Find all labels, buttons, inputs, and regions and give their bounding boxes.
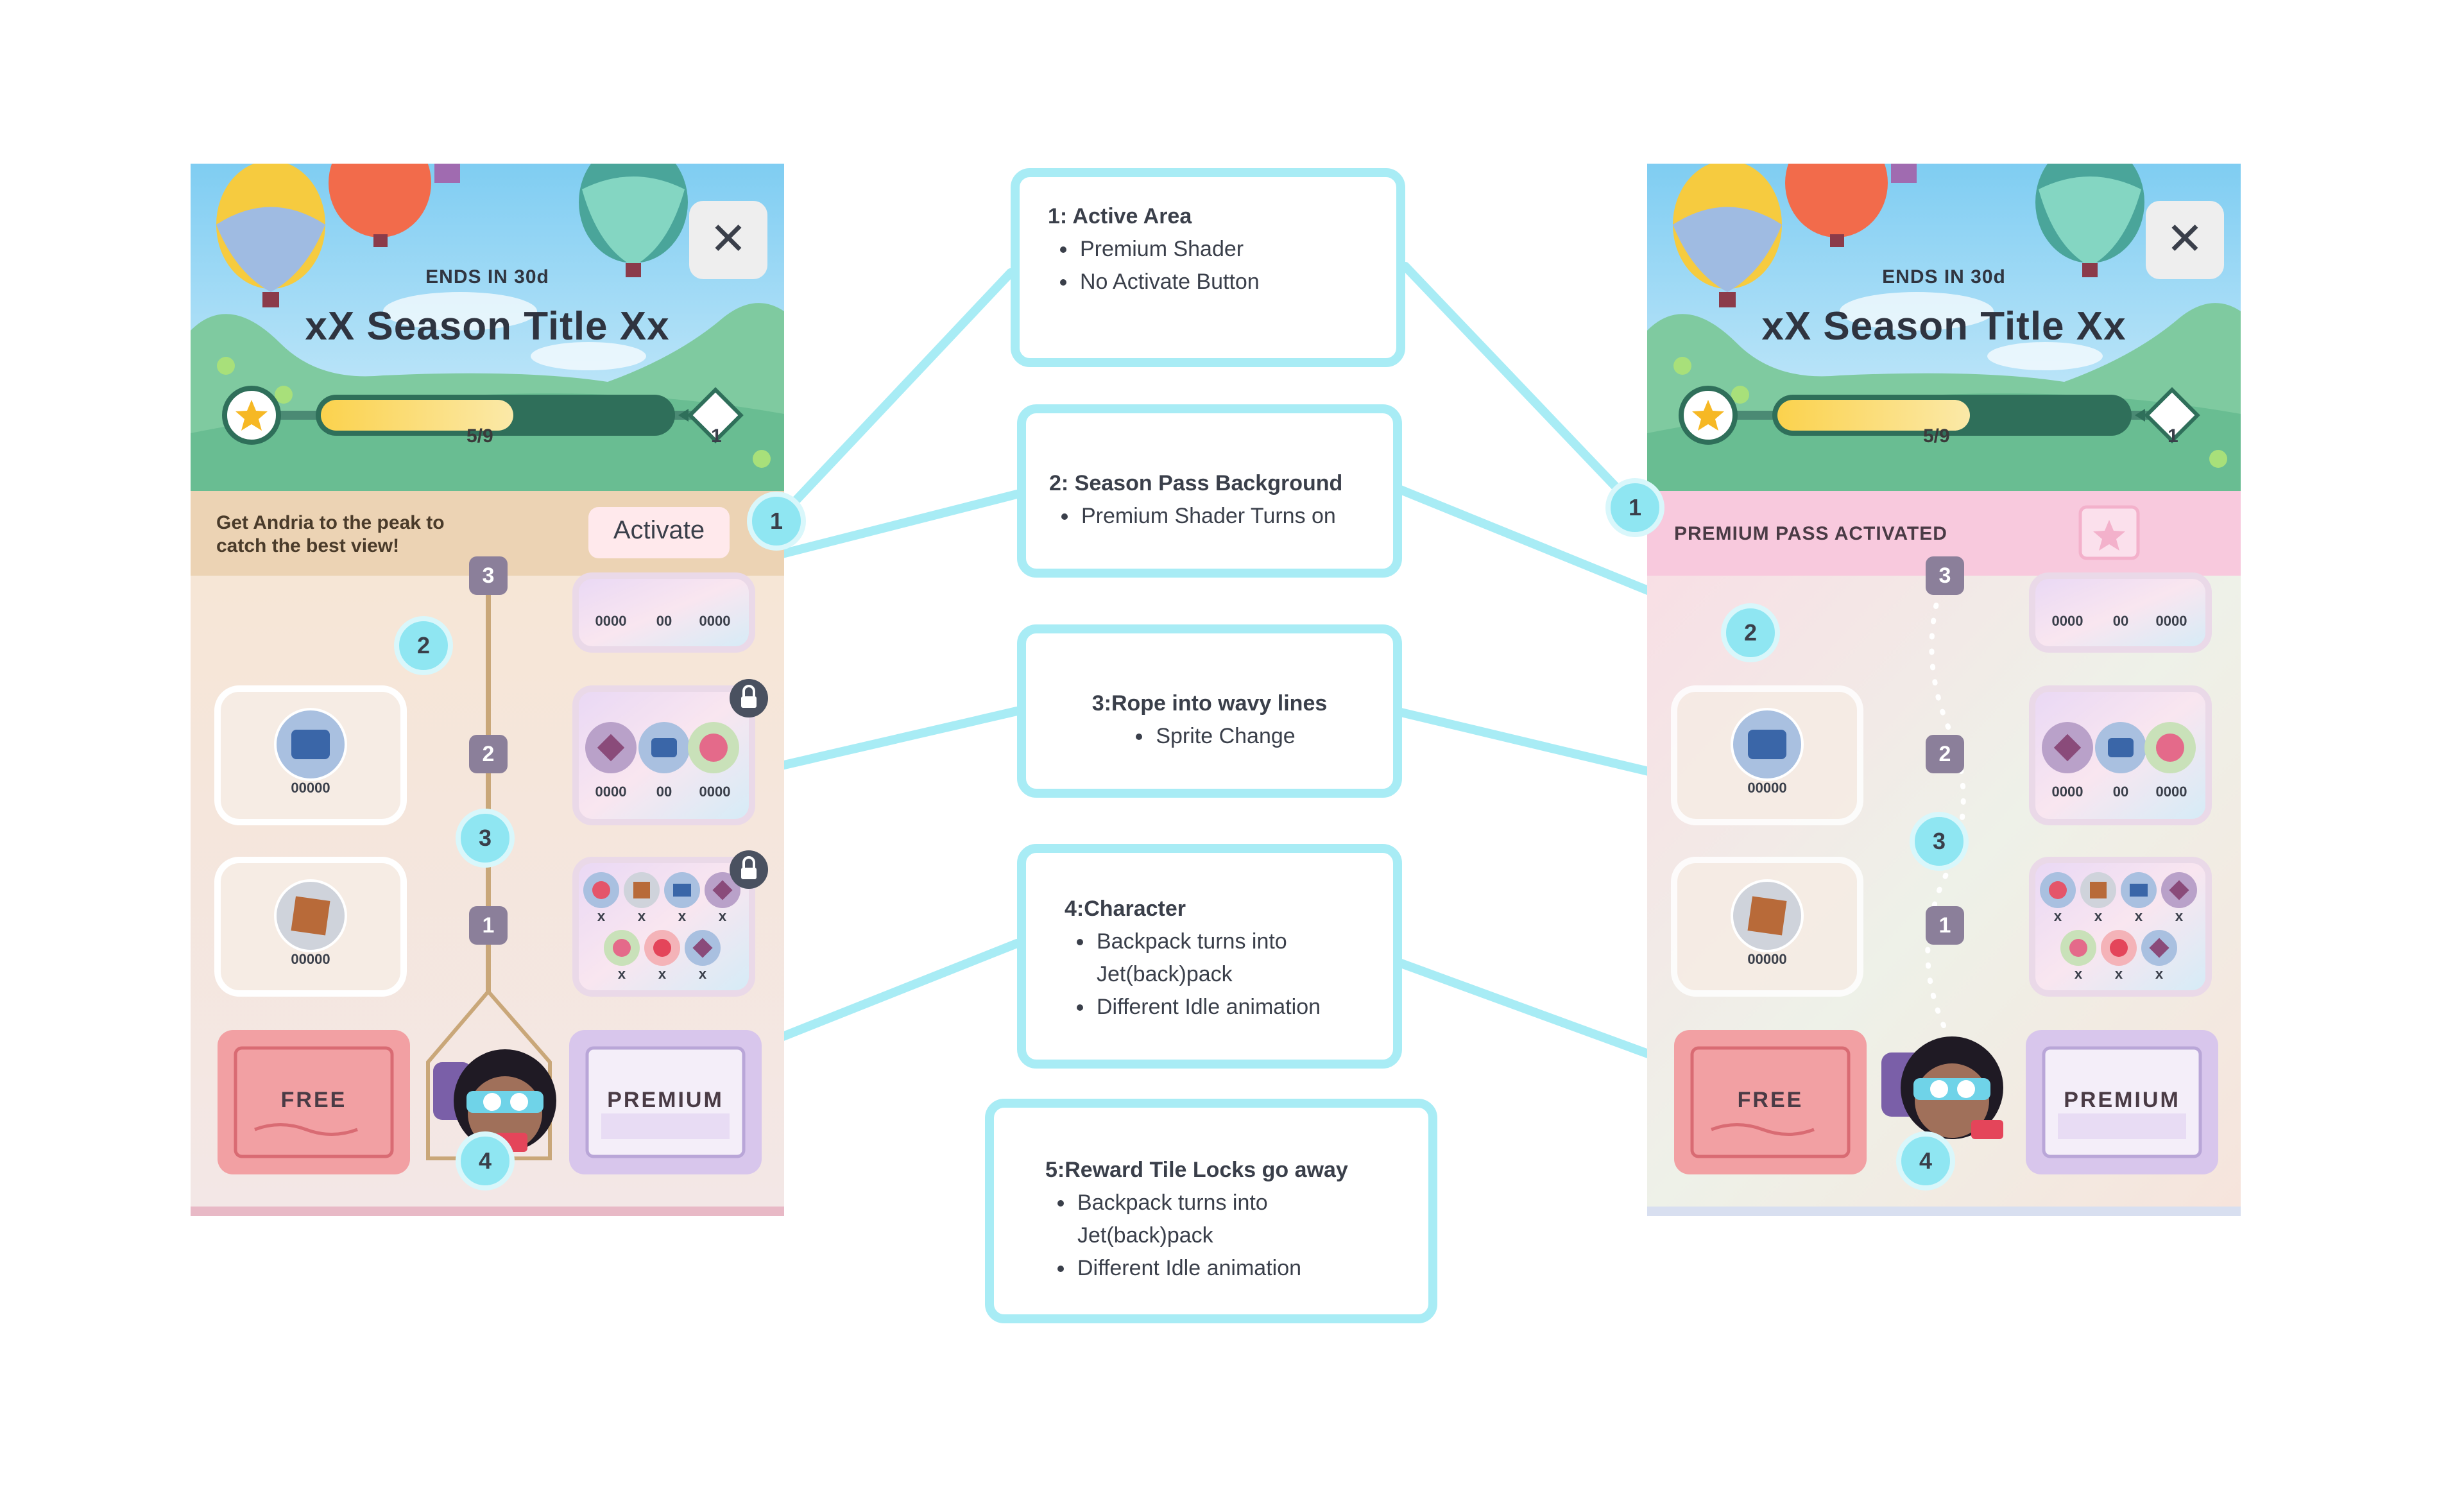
premium-mid-icons (2042, 722, 2196, 773)
premium-count: 0000 (2051, 784, 2083, 800)
track-tag-1: 1 (469, 906, 508, 945)
callout-bullet: No Activate Button (1077, 266, 1368, 298)
progress-text: 5/9 (466, 425, 493, 447)
premium-mark: x (658, 966, 667, 982)
next-level-badge: 1 (2168, 425, 2178, 447)
callout-title: 2: Season Pass Background (1049, 471, 1343, 495)
screen-art (1647, 164, 2241, 1216)
callout-active-area: 1: Active Area Premium Shader No Activat… (1011, 168, 1405, 367)
close-button[interactable]: ✕ (2146, 201, 2224, 279)
premium-count: 00 (2112, 613, 2129, 629)
marker-3: 3 (1910, 812, 1969, 871)
premium-count: 0000 (595, 784, 627, 800)
premium-ticket[interactable]: PREMIUM (607, 1088, 724, 1112)
free-ticket[interactable]: FREE (1737, 1088, 1804, 1112)
premium-mark: x (718, 908, 727, 924)
balloon-green (579, 164, 688, 277)
callout-title: 4:Character (1065, 897, 1186, 921)
balloon-red (329, 164, 431, 247)
premium-count: 00 (656, 784, 672, 800)
character-andria-jetpack (1881, 1036, 2003, 1139)
marker-4: 4 (456, 1131, 515, 1190)
premium-pass-activated-label: PREMIUM PASS ACTIVATED (1674, 523, 1947, 544)
promo-text: Get Andria to the peak to catch the best… (216, 512, 445, 556)
callout-bullet: Different Idle animation (1094, 991, 1370, 1024)
premium-count: 0000 (699, 613, 731, 629)
lock-icon (730, 850, 768, 889)
callout-season-pass-background: 2: Season Pass Background Premium Shader… (1017, 404, 1402, 578)
lock-icon (730, 679, 768, 717)
close-button[interactable]: ✕ (689, 201, 767, 279)
premium-count: 0000 (595, 613, 627, 629)
premium-mark: x (2155, 966, 2164, 982)
free-ticket[interactable]: FREE (280, 1088, 347, 1112)
free-tile-count: 00000 (291, 951, 330, 967)
free-tile-count: 00000 (1747, 780, 1787, 796)
premium-ticket[interactable]: PREMIUM (2064, 1088, 2180, 1112)
premium-mark: x (2175, 908, 2184, 924)
premium-count: 0000 (2051, 613, 2083, 629)
season-pass-screen-before: ✕ ENDS IN 30d xX Season Title Xx 5/9 1 G… (191, 164, 784, 1216)
season-title: xX Season Title Xx (1761, 304, 2126, 348)
callout-bullet: Premium Shader Turns on (1079, 500, 1370, 533)
premium-mark: x (698, 966, 707, 982)
premium-count: 00 (656, 613, 672, 629)
premium-bottom-icons (583, 872, 740, 966)
premium-count: 0000 (699, 784, 731, 800)
marker-3: 3 (456, 809, 515, 868)
season-ends-label: ENDS IN 30d (1882, 266, 2006, 288)
progress-text: 5/9 (1923, 425, 1950, 447)
callout-rope: 3:Rope into wavy lines Sprite Change (1017, 624, 1402, 798)
connector-1-left (772, 268, 1015, 526)
balloon-red (1785, 164, 1888, 247)
callout-reward-tile-locks: 5:Reward Tile Locks go away Backpack tur… (985, 1099, 1437, 1323)
callout-bullet: Different Idle animation (1075, 1252, 1351, 1285)
premium-mid-icons (585, 722, 739, 773)
callout-bullet: Sprite Change (1153, 720, 1295, 753)
season-ends-label: ENDS IN 30d (425, 266, 549, 288)
track-tag-1: 1 (1926, 906, 1964, 945)
callout-bullet: Backpack turns into Jet(back)pack (1094, 925, 1370, 991)
callout-title: 5:Reward Tile Locks go away (1045, 1158, 1348, 1182)
premium-mark: x (678, 908, 687, 924)
season-pass-screen-after: ✕ ENDS IN 30d xX Season Title Xx 5/9 1 P… (1647, 164, 2241, 1216)
callout-bullet: Backpack turns into Jet(back)pack (1075, 1187, 1351, 1252)
premium-count: 0000 (2155, 613, 2187, 629)
screen-art (191, 164, 784, 1216)
track-tag-2: 2 (1926, 735, 1964, 773)
balloon-yellow (1673, 164, 1782, 307)
premium-mark: x (597, 908, 606, 924)
free-tile-count: 00000 (1747, 951, 1787, 967)
connector-1-right (1401, 262, 1639, 511)
free-tile-count: 00000 (291, 780, 330, 796)
track-tag-3: 3 (1926, 556, 1964, 595)
balloon-green (2035, 164, 2144, 277)
premium-mark: x (2053, 908, 2062, 924)
premium-mark: x (617, 966, 626, 982)
premium-mark: x (637, 908, 646, 924)
track-tag-2: 2 (469, 735, 508, 773)
next-level-badge: 1 (711, 425, 722, 447)
callout-character: 4:Character Backpack turns into Jet(back… (1017, 844, 1402, 1069)
marker-1: 1 (747, 492, 806, 551)
premium-count: 00 (2112, 784, 2129, 800)
season-title: xX Season Title Xx (305, 304, 670, 348)
callout-bullet: Premium Shader (1077, 233, 1368, 266)
premium-mark: x (2074, 966, 2083, 982)
premium-count: 0000 (2155, 784, 2187, 800)
marker-2: 2 (394, 616, 453, 675)
marker-4: 4 (1896, 1131, 1955, 1190)
marker-1: 1 (1605, 478, 1664, 537)
premium-bottom-icons (2040, 872, 2197, 966)
premium-mark: x (2114, 966, 2123, 982)
callout-title: 1: Active Area (1048, 204, 1192, 228)
track-tag-3: 3 (469, 556, 508, 595)
premium-mark: x (2094, 908, 2103, 924)
premium-mark: x (2134, 908, 2143, 924)
activate-button[interactable]: Activate (588, 507, 730, 558)
callout-title: 3:Rope into wavy lines (1091, 691, 1328, 716)
balloon-yellow (216, 164, 325, 307)
character-andria (433, 1049, 556, 1152)
marker-2: 2 (1721, 603, 1780, 662)
